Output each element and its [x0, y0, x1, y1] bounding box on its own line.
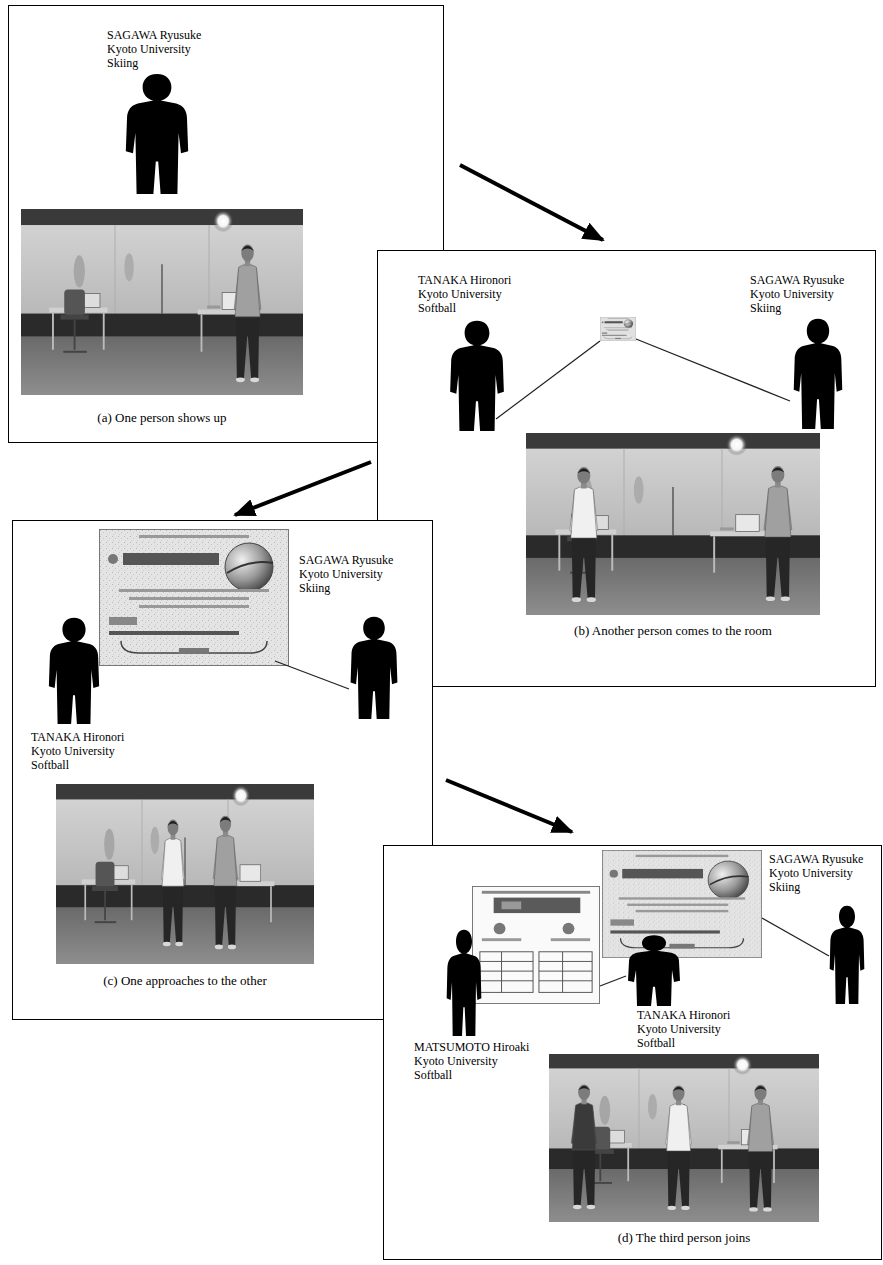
- person-node: SAGAWA RyusukeKyoto UniversitySkiing: [750, 273, 846, 429]
- person-silhouette: [790, 317, 846, 429]
- person-name: MATSUMOTO Hiroaki: [414, 1040, 529, 1054]
- person-node: TANAKA HironoriKyoto UniversitySoftball: [31, 616, 125, 772]
- person-name: SAGAWA Ryusuke: [299, 553, 393, 567]
- person-sport: Softball: [414, 1068, 529, 1082]
- person-label: SAGAWA RyusukeKyoto UniversitySkiing: [107, 28, 201, 70]
- person-label: SAGAWA RyusukeKyoto UniversitySkiing: [299, 553, 393, 595]
- scene-panel: (d) The third person joins MATSUMOTO Hiro…: [383, 845, 882, 1260]
- person-name: SAGAWA Ryusuke: [769, 852, 863, 866]
- person-silhouette: [45, 616, 103, 724]
- person-name: TANAKA Hironori: [31, 730, 124, 744]
- person-affiliation: Kyoto University: [637, 1022, 730, 1036]
- person-silhouette: [624, 934, 684, 1006]
- step-arrow: [460, 165, 603, 240]
- person-silhouette: [444, 928, 484, 1036]
- panel-caption: (d) The third person joins: [549, 1230, 819, 1245]
- person-node: TANAKA HironoriKyoto UniversitySoftball: [622, 934, 731, 1050]
- person-label: MATSUMOTO HiroakiKyoto UniversitySoftbal…: [414, 1040, 529, 1082]
- person-label: TANAKA HironoriKyoto UniversitySoftball: [31, 730, 124, 772]
- scene-illustration: [13, 521, 432, 1019]
- person-affiliation: Kyoto University: [750, 287, 844, 301]
- person-node: SAGAWA RyusukeKyoto UniversitySkiing: [107, 28, 202, 194]
- person-silhouette: [827, 904, 867, 1004]
- person-affiliation: Kyoto University: [299, 567, 393, 581]
- person-sport: Softball: [418, 301, 511, 315]
- person-affiliation: Kyoto University: [31, 744, 124, 758]
- person-silhouette: [347, 615, 401, 719]
- person-affiliation: Kyoto University: [107, 42, 201, 56]
- scene-panel: (c) One approaches to the other TANAKA Hi…: [12, 520, 433, 1020]
- person-name: SAGAWA Ryusuke: [107, 28, 201, 42]
- person-name: SAGAWA Ryusuke: [750, 273, 844, 287]
- scene-illustration: [378, 251, 875, 686]
- step-arrow: [235, 462, 371, 515]
- person-node: TANAKA HironoriKyoto UniversitySoftball: [418, 273, 512, 431]
- panel-caption: (b) Another person comes to the room: [526, 623, 820, 638]
- panel-caption: (a) One person shows up: [21, 410, 303, 425]
- person-name: TANAKA Hironori: [637, 1008, 730, 1022]
- person-affiliation: Kyoto University: [769, 866, 863, 880]
- person-sport: Skiing: [769, 880, 863, 894]
- person-sport: Softball: [637, 1036, 730, 1050]
- person-node: SAGAWA RyusukeKyoto UniversitySkiing: [769, 852, 867, 1004]
- person-label: SAGAWA RyusukeKyoto UniversitySkiing: [769, 852, 863, 894]
- person-silhouette: [446, 319, 508, 431]
- person-name: TANAKA Hironori: [418, 273, 511, 287]
- person-label: TANAKA HironoriKyoto UniversitySoftball: [637, 1008, 730, 1050]
- scene-art: [13, 521, 432, 1023]
- person-sport: Skiing: [299, 581, 393, 595]
- person-sport: Skiing: [750, 301, 844, 315]
- step-arrow: [446, 780, 572, 832]
- person-sport: Skiing: [107, 56, 201, 70]
- person-affiliation: Kyoto University: [418, 287, 511, 301]
- scene-panel: (b) Another person comes to the room TANA…: [377, 250, 876, 687]
- person-node: MATSUMOTO HiroakiKyoto UniversitySoftbal…: [414, 928, 530, 1082]
- person-affiliation: Kyoto University: [414, 1054, 529, 1068]
- panel-caption: (c) One approaches to the other: [56, 973, 314, 988]
- person-silhouette: [121, 72, 193, 194]
- person-label: TANAKA HironoriKyoto UniversitySoftball: [418, 273, 511, 315]
- person-label: SAGAWA RyusukeKyoto UniversitySkiing: [750, 273, 844, 315]
- person-node: SAGAWA RyusukeKyoto UniversitySkiing: [299, 553, 401, 719]
- person-sport: Softball: [31, 758, 124, 772]
